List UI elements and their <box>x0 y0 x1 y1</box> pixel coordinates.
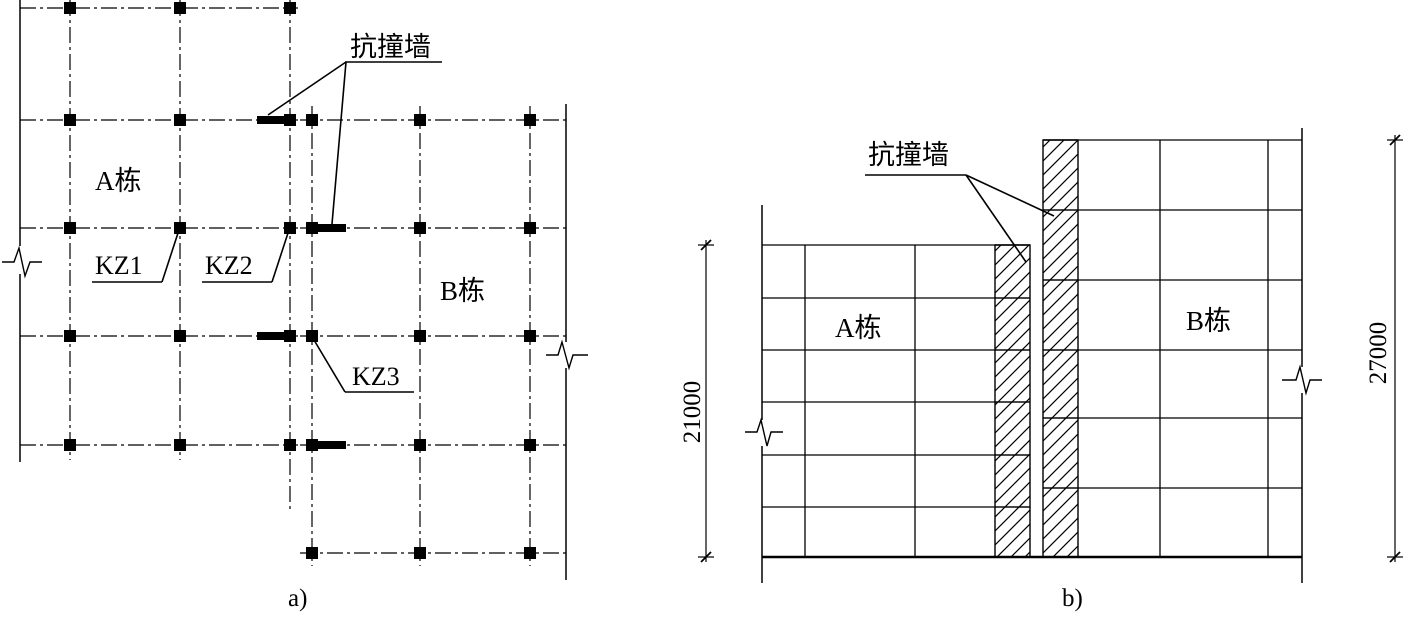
height-a-dimension-tick <box>700 239 712 251</box>
anti-collision-wall-plan <box>257 332 285 340</box>
height-a-dimension-text: 21000 <box>679 381 706 444</box>
column-kz1-label: KZ1 <box>95 251 143 280</box>
column-a <box>64 2 76 14</box>
column-b <box>524 330 536 342</box>
column-a <box>284 222 296 234</box>
column-a <box>174 439 186 451</box>
column-a <box>174 330 186 342</box>
kz2-leader <box>271 232 289 283</box>
column-a <box>284 2 296 14</box>
plan-wall-leader-1 <box>267 61 347 116</box>
elevation-wall-leader-1 <box>965 174 1027 263</box>
plan-caption: a) <box>288 585 307 612</box>
height-b-dimension-tick <box>1389 134 1401 146</box>
elevation-building-b-label: B栋 <box>1186 306 1231 336</box>
column-a <box>174 222 186 234</box>
plan-grid <box>2 0 588 580</box>
anti-collision-wall-plan <box>257 116 285 124</box>
column-b <box>306 547 318 559</box>
column-a <box>174 114 186 126</box>
column-a <box>174 2 186 14</box>
column-a <box>64 330 76 342</box>
column-b <box>524 547 536 559</box>
anti-collision-wall-plan <box>318 224 346 232</box>
elevation-caption: b) <box>1062 585 1083 612</box>
column-b <box>414 114 426 126</box>
plan-building-a-label: A栋 <box>95 166 142 196</box>
column-b <box>414 330 426 342</box>
height-b-dimension-tick <box>1389 551 1401 563</box>
column-b <box>524 222 536 234</box>
plan-view: 抗撞墙 A栋 B栋 KZ1 KZ2 KZ3 a) <box>2 0 588 612</box>
elevation-a-break-symbol <box>745 417 783 447</box>
kz3-leader <box>313 339 346 393</box>
anti-collision-wall-plan <box>318 441 346 449</box>
anti-collision-wall-a-elevation <box>994 244 1031 558</box>
plan-building-b-label: B栋 <box>440 276 485 306</box>
elevation-frame <box>698 128 1403 583</box>
column-kz2-label: KZ2 <box>205 251 253 280</box>
column-kz3-label: KZ3 <box>352 362 400 391</box>
plan-wall-leader-2 <box>331 61 347 225</box>
column-b <box>524 439 536 451</box>
anti-collision-wall-b-elevation <box>1042 139 1079 558</box>
elevation-b-break-symbol <box>1282 364 1322 396</box>
column-b <box>306 439 318 451</box>
column-b <box>306 114 318 126</box>
plan-wall-label: 抗撞墙 <box>350 32 431 62</box>
height-a-dimension-tick <box>700 551 712 563</box>
column-b <box>414 439 426 451</box>
plan-b-break-symbol <box>546 339 588 371</box>
column-b <box>414 547 426 559</box>
elevation-wall-leader-2 <box>965 174 1055 217</box>
elevation-wall-label: 抗撞墙 <box>868 140 949 170</box>
column-b <box>524 114 536 126</box>
column-a <box>284 330 296 342</box>
kz1-leader <box>161 232 179 283</box>
column-b <box>306 330 318 342</box>
column-a <box>284 114 296 126</box>
elevation-building-a-label: A栋 <box>835 313 882 343</box>
column-a <box>284 439 296 451</box>
column-a <box>64 439 76 451</box>
height-b-dimension-text: 27000 <box>1365 322 1392 385</box>
column-a <box>64 222 76 234</box>
column-b <box>414 222 426 234</box>
plan-a-break-symbol <box>2 245 42 279</box>
column-b <box>306 222 318 234</box>
elevation-view: 抗撞墙 A栋 B栋 21000 27000 b) <box>679 128 1403 612</box>
column-a <box>64 114 76 126</box>
